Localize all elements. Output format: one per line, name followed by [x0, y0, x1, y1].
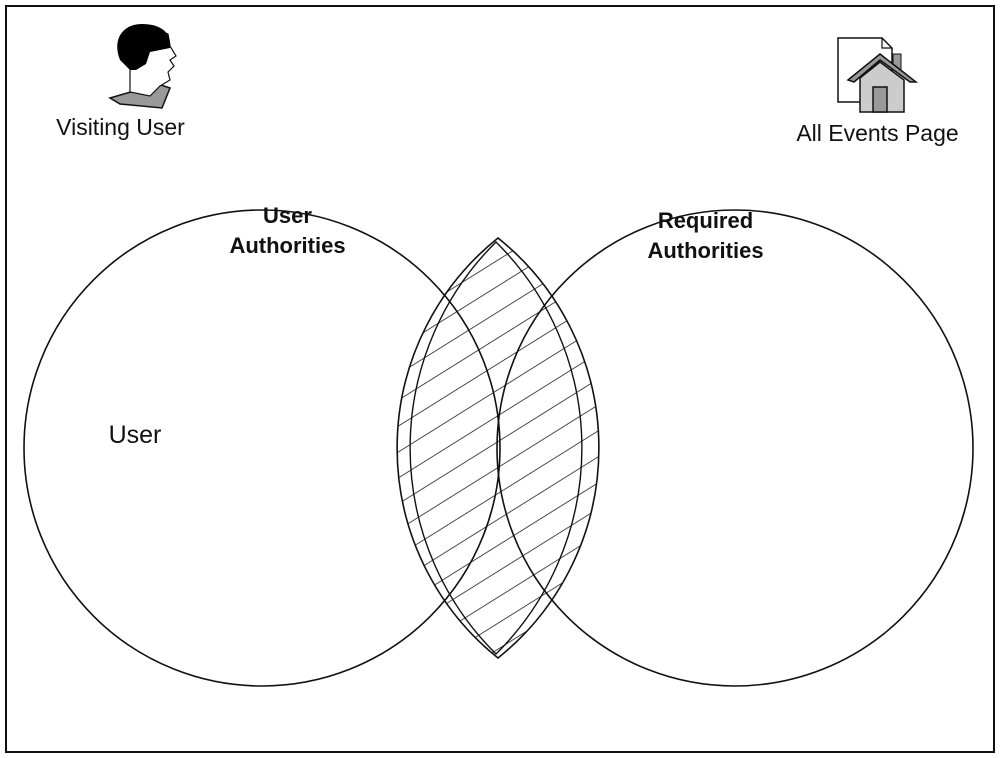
user-member-label: User	[108, 421, 162, 449]
home-page-icon	[837, 37, 919, 113]
user-authorities-title: User Authorities	[200, 201, 375, 261]
frame-border	[5, 5, 995, 753]
title-line: User	[263, 203, 312, 228]
title-line: Authorities	[229, 233, 346, 258]
title-line: Authorities	[647, 238, 764, 263]
all-events-page-label: All Events Page	[796, 120, 959, 146]
title-line: Required	[657, 208, 754, 233]
visiting-user-label: Visiting User	[56, 114, 185, 140]
intersection-hatched-region	[396, 236, 600, 660]
required-authorities-title: Required Authorities	[618, 206, 793, 266]
user-head-icon	[108, 24, 177, 109]
